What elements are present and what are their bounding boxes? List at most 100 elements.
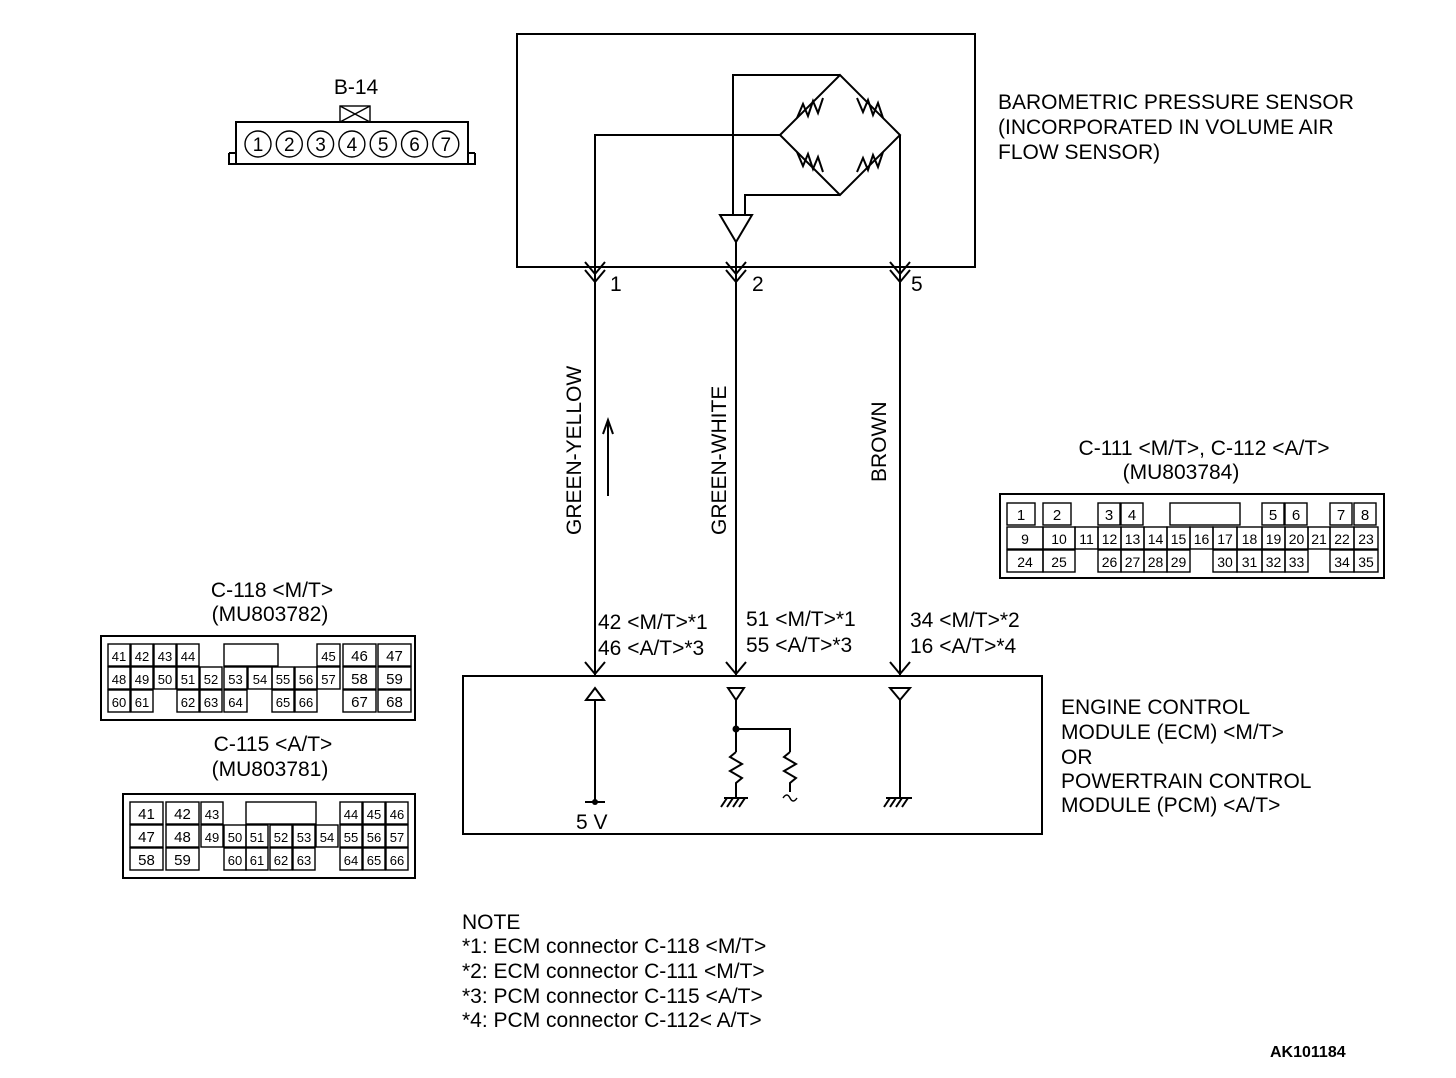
- c115-pin-cell: [129, 824, 164, 848]
- c111-pin-label: 24: [1017, 554, 1033, 570]
- c111-pin-label: 5: [1269, 507, 1277, 524]
- note-line-2: *2: ECM connector C-111 <M/T>: [462, 960, 765, 983]
- wire-color-brown: BROWN: [868, 402, 891, 483]
- c111-pin-cell: [1353, 526, 1379, 550]
- c118-pin-cell: [107, 643, 131, 667]
- c118-pin-cell: [176, 689, 200, 713]
- b14-pin-circle: [244, 130, 272, 158]
- c111-pin-cell: [1166, 549, 1191, 573]
- wire-1-pin-at: 46 <A/T>*3: [598, 637, 704, 660]
- b14-label: B-14: [334, 76, 379, 99]
- c115-pin-cell: [200, 801, 224, 825]
- c115-pin-label: 63: [297, 853, 311, 868]
- c111-pin-cell: [1042, 502, 1072, 526]
- c118-pin-cell: [107, 689, 131, 713]
- c115-pin-label: 56: [367, 830, 381, 845]
- c111-pin-label: 25: [1051, 554, 1067, 570]
- ecm-title-line-5: MODULE (PCM) <A/T>: [1061, 794, 1280, 817]
- c118-pin-label: 66: [299, 695, 313, 710]
- c118-pin-cell: [153, 666, 177, 690]
- sensor-title-line-1: BAROMETRIC PRESSURE SENSOR: [998, 91, 1354, 114]
- sensor-terminal-icon: [584, 261, 606, 284]
- wire-3-pin-at: 16 <A/T>*4: [910, 635, 1017, 658]
- c118-pin-cell: [130, 643, 154, 667]
- ground-icon: [883, 797, 912, 808]
- note-line-1: *1: ECM connector C-118 <M/T>: [462, 935, 766, 958]
- resistor-icon: [856, 97, 884, 119]
- c118-pin-cell: [199, 666, 223, 690]
- c115-pin-cell: [129, 847, 164, 871]
- c111-pin-label: 31: [1242, 554, 1258, 570]
- c111-pin-cell: [1261, 502, 1285, 526]
- c111-pin-label: 35: [1358, 554, 1374, 570]
- ecm-terminal-icon: [889, 661, 911, 676]
- c111-pin-cell: [1284, 549, 1309, 573]
- c111-pin-label: 30: [1217, 554, 1233, 570]
- c115-pin-cell: [245, 824, 269, 848]
- c115-pin-cell: [165, 801, 200, 825]
- c118-pin-cell: [223, 689, 248, 713]
- b14-pin-label: 2: [284, 135, 295, 156]
- ecm-terminal-icon: [725, 661, 747, 676]
- figure-id: AK101184: [1270, 1044, 1346, 1061]
- b14-pin-circle: [306, 130, 335, 158]
- current-direction-arrow-icon: [602, 417, 614, 496]
- b14-pin-label: 7: [441, 135, 452, 156]
- c115-title: C-115 <A/T>: [214, 733, 333, 756]
- c115-pin-label: 55: [344, 830, 358, 845]
- c118-pin-cell: [107, 666, 131, 690]
- amplifier-icon: [718, 214, 754, 244]
- c118-pin-cell: [377, 666, 412, 690]
- c118-title: C-118 <M/T>: [211, 579, 333, 602]
- c118-pin-label: 46: [351, 648, 368, 665]
- b14-pin-circle: [338, 130, 366, 158]
- ecm-title-line-2: MODULE (ECM) <M/T>: [1061, 721, 1284, 744]
- wire-color-green-yellow: GREEN-YELLOW: [563, 366, 586, 535]
- c111-pin-label: 34: [1334, 554, 1350, 570]
- c115-pin-label: 64: [344, 853, 358, 868]
- junction-node: [732, 725, 740, 733]
- c111-pin-label: 22: [1334, 531, 1350, 547]
- c118-pin-cell: [153, 643, 177, 667]
- note-line-3: *3: PCM connector C-115 <A/T>: [462, 985, 763, 1008]
- c118-pin-label: 41: [112, 649, 126, 664]
- wire-2-pin-mt: 51 <M/T>*1: [746, 608, 856, 631]
- c115-pin-label: 51: [250, 830, 264, 845]
- c111-pin-label: 4: [1128, 507, 1136, 524]
- harness: GREEN-YELLOW GREEN-WHITE BROWN 42 <M/T>*…: [563, 261, 1020, 676]
- c111-pin-label: 10: [1051, 531, 1067, 547]
- ac-symbol-icon: [782, 794, 798, 802]
- b14-pin-circle: [400, 130, 429, 158]
- c118-pin-label: 50: [158, 672, 172, 687]
- c115-pin-label: 60: [228, 853, 242, 868]
- c115-pin-cell: [165, 847, 200, 871]
- c118-pin-label: 60: [112, 695, 126, 710]
- sensor-title-line-2: (INCORPORATED IN VOLUME AIR: [998, 116, 1334, 139]
- c118-pin-label: 58: [351, 671, 368, 688]
- c115-pin-label: 49: [205, 830, 219, 845]
- c118-pin-cell: [342, 666, 377, 690]
- c118-pin-label: 55: [276, 672, 290, 687]
- c111-pin-label: 6: [1292, 507, 1300, 524]
- note-heading: NOTE: [462, 911, 520, 934]
- c115-pin-cell: [292, 847, 316, 871]
- c118-pin-label: 52: [204, 672, 218, 687]
- c118-part: (MU803782): [212, 603, 329, 626]
- c111-pin-cell: [1006, 502, 1036, 526]
- c115-key-slot: [245, 801, 317, 825]
- ground-triangle-icon: [887, 687, 913, 702]
- c118-pin-label: 44: [181, 649, 195, 664]
- c118-pin-label: 67: [351, 694, 368, 711]
- c115-pin-cell: [269, 824, 293, 848]
- ecm-box: [462, 675, 1043, 835]
- c111-part: (MU803784): [1123, 461, 1240, 484]
- c111-pin-label: 21: [1311, 531, 1327, 547]
- c115-pin-cell: [385, 847, 409, 871]
- c118-pin-label: 64: [228, 695, 242, 710]
- ecm-voltage-label: 5 V: [576, 811, 608, 834]
- c115-pin-cell: [269, 847, 293, 871]
- note-block: NOTE *1: ECM connector C-118 <M/T> *2: E…: [462, 911, 766, 1032]
- c115-pin-label: 58: [138, 852, 155, 869]
